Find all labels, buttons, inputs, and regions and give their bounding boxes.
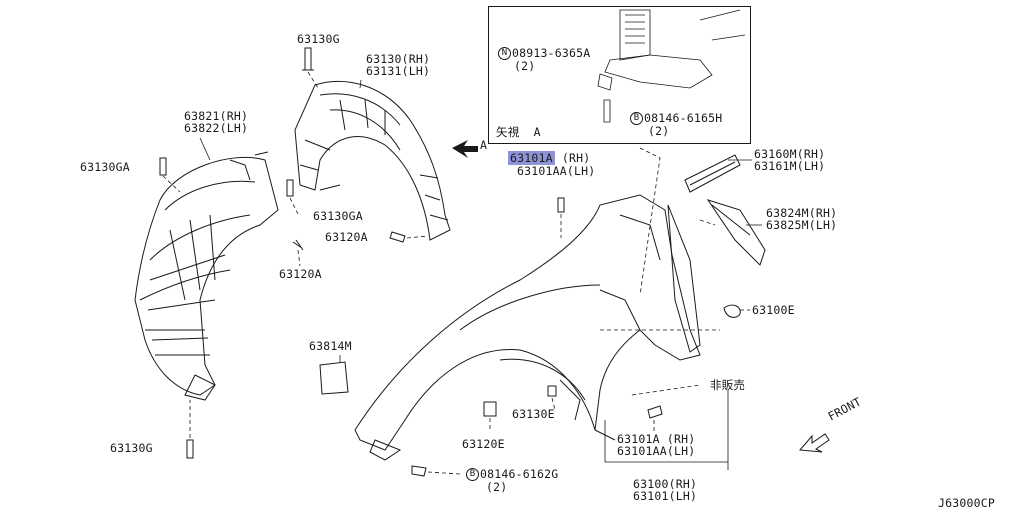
- label-63120a-upper: 63120A: [325, 230, 368, 244]
- highlight-63101a: 63101A: [508, 151, 555, 165]
- inset-detail-drawing: [597, 9, 746, 123]
- view-arrow-a: [452, 140, 478, 158]
- label-63101a-top-suffix: (RH): [561, 151, 591, 165]
- fender-trim-drawing: [319, 154, 766, 395]
- label-63101aa-bottom: 63101AA(LH): [617, 444, 696, 458]
- label-63130g-bottom: 63130G: [110, 441, 153, 455]
- label-63130-rh: 63130(RH): [366, 52, 431, 66]
- bolt-b-mark-inset: B: [630, 112, 643, 125]
- label-08913-6365a-number: 08913-6365A: [512, 46, 591, 60]
- label-63101a-top: 63101A (RH): [508, 151, 591, 165]
- label-63161m-lh: 63161M(LH): [754, 159, 826, 173]
- front-arrow: [798, 433, 830, 453]
- label-08146-6165h-number: 08146-6165H: [644, 111, 723, 125]
- label-63100-rh: 63100(RH): [633, 477, 698, 491]
- label-63101-lh: 63101(LH): [633, 489, 698, 503]
- fasteners-drawing: [159, 47, 663, 477]
- bolt-b-mark: B: [466, 468, 479, 481]
- label-view-a: 矢視 A: [496, 125, 541, 139]
- label-diagram-code: J63000CP: [938, 496, 995, 510]
- label-08146-6162g-qty: (2): [486, 480, 508, 494]
- label-63130ga-left: 63130GA: [80, 160, 130, 174]
- label-63120a-lower: 63120A: [279, 267, 322, 281]
- nut-n-mark: N: [498, 47, 511, 60]
- label-63821-rh: 63821(RH): [184, 109, 249, 123]
- label-63100e: 63100E: [752, 303, 795, 317]
- callout-lines: [199, 79, 762, 470]
- label-63814m: 63814M: [309, 339, 352, 353]
- view-a-inset: [488, 6, 751, 144]
- label-63101aa-top: 63101AA(LH): [517, 164, 596, 178]
- label-63101a-bottom: 63101A (RH): [617, 432, 696, 446]
- label-63130g-top: 63130G: [297, 32, 340, 46]
- label-63822-lh: 63822(LH): [184, 121, 249, 135]
- label-not-for-sale: 非販売: [710, 378, 746, 392]
- label-63160m-rh: 63160M(RH): [754, 147, 826, 161]
- label-63131-lh: 63131(LH): [366, 64, 431, 78]
- label-08146-6162g-number: 08146-6162G: [480, 467, 559, 481]
- label-63120e: 63120E: [462, 437, 505, 451]
- rear-splash-shield-drawing: [294, 80, 451, 241]
- leader-lines: [162, 71, 750, 475]
- label-arrow-a: A: [480, 138, 488, 152]
- label-63825m-lh: 63825M(LH): [766, 218, 838, 232]
- label-08146-6165h-qty: (2): [648, 124, 670, 138]
- label-63824m-rh: 63824M(RH): [766, 206, 838, 220]
- label-63130ga-mid: 63130GA: [313, 209, 363, 223]
- front-fender-drawing: [354, 194, 701, 461]
- front-splash-shield-drawing: [134, 151, 279, 401]
- label-63130e: 63130E: [512, 407, 555, 421]
- label-08913-6365a-qty: (2): [514, 59, 536, 73]
